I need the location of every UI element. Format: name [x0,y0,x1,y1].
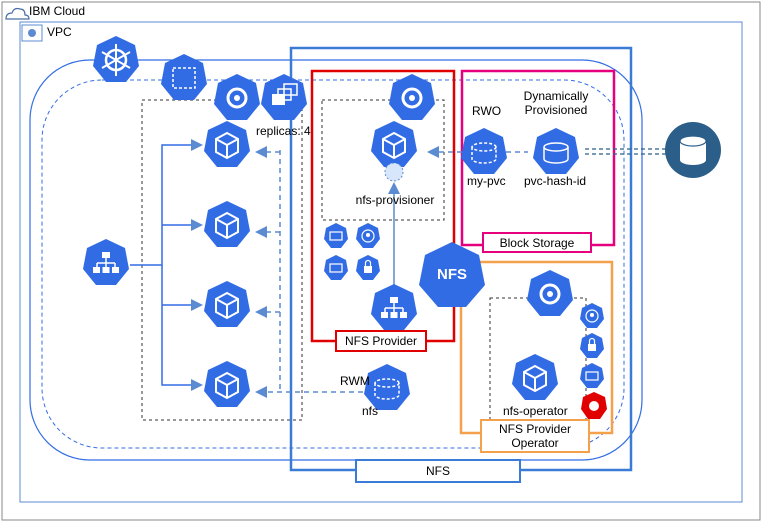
deployment-icon [527,270,573,316]
secret-icon [356,255,380,280]
nfs-provisioner-pod-boundary [321,99,445,221]
cluster-boundary [29,59,643,461]
port-icon [384,162,404,182]
rwo-label: RWO [472,104,502,118]
pod-icon [371,121,417,167]
nfs-provider-label-box [335,330,427,352]
nfs-volume-label: nfs [362,404,379,418]
crd-icon [580,363,604,388]
pvc-icon [461,128,507,174]
volume-mount-links [255,146,528,398]
vpc-label: VPC [47,25,72,39]
nfs-operator-label: nfs-operator [503,404,568,418]
nfs-provisioner-label: nfs-provisioner [355,193,435,207]
replicaset-icon [261,74,307,120]
nfs-icon [419,242,485,307]
service-icon [83,239,129,285]
storage-link [585,148,668,155]
deployment-icon [389,74,435,120]
service-icon [371,284,417,330]
my-pvc-label: my-pvc [467,174,506,188]
role-icon [580,303,604,328]
block-storage-label: Block Storage [499,236,575,250]
crd-icon [324,223,348,248]
block-storage-label-box [482,232,592,253]
namespace-icon [161,54,207,100]
pod-icon [204,361,250,407]
service-links [130,139,203,391]
pod-icon [512,354,558,400]
ibm-cloud-icon [5,7,30,20]
pod-icon [204,121,250,167]
crd-icon [324,255,348,280]
kubernetes-icon [93,36,139,82]
secret-icon [580,333,604,358]
dynamically-provisioned-label: Dynamically Provisioned [523,89,589,117]
pvc-hash-id-label: pvc-hash-id [524,174,587,188]
pod-icon [204,281,250,327]
nfs-bottom-label: NFS [426,464,450,478]
nfs-provider-label: NFS Provider [344,334,418,348]
ibm-cloud-label: IBM Cloud [29,4,86,18]
replicas-label: replicas: 4 [256,124,311,138]
storage-icon [665,122,721,178]
pod-icon [204,201,250,247]
rwm-label: RWM [340,374,370,388]
helm-icon [581,392,607,419]
nfs-provider-operator-label: NFS Provider Operator [498,422,572,450]
pv-icon [364,364,410,410]
nfs-badge-label: NFS [437,266,467,283]
pv-icon [533,128,579,174]
role-icon [356,223,380,248]
vpc-boundary [19,21,743,503]
vpc-icon [21,24,43,42]
deployment-icon [214,74,260,120]
operator-label-box [480,419,590,453]
namespace-boundary [41,79,625,449]
nfs-label-box [355,459,521,483]
